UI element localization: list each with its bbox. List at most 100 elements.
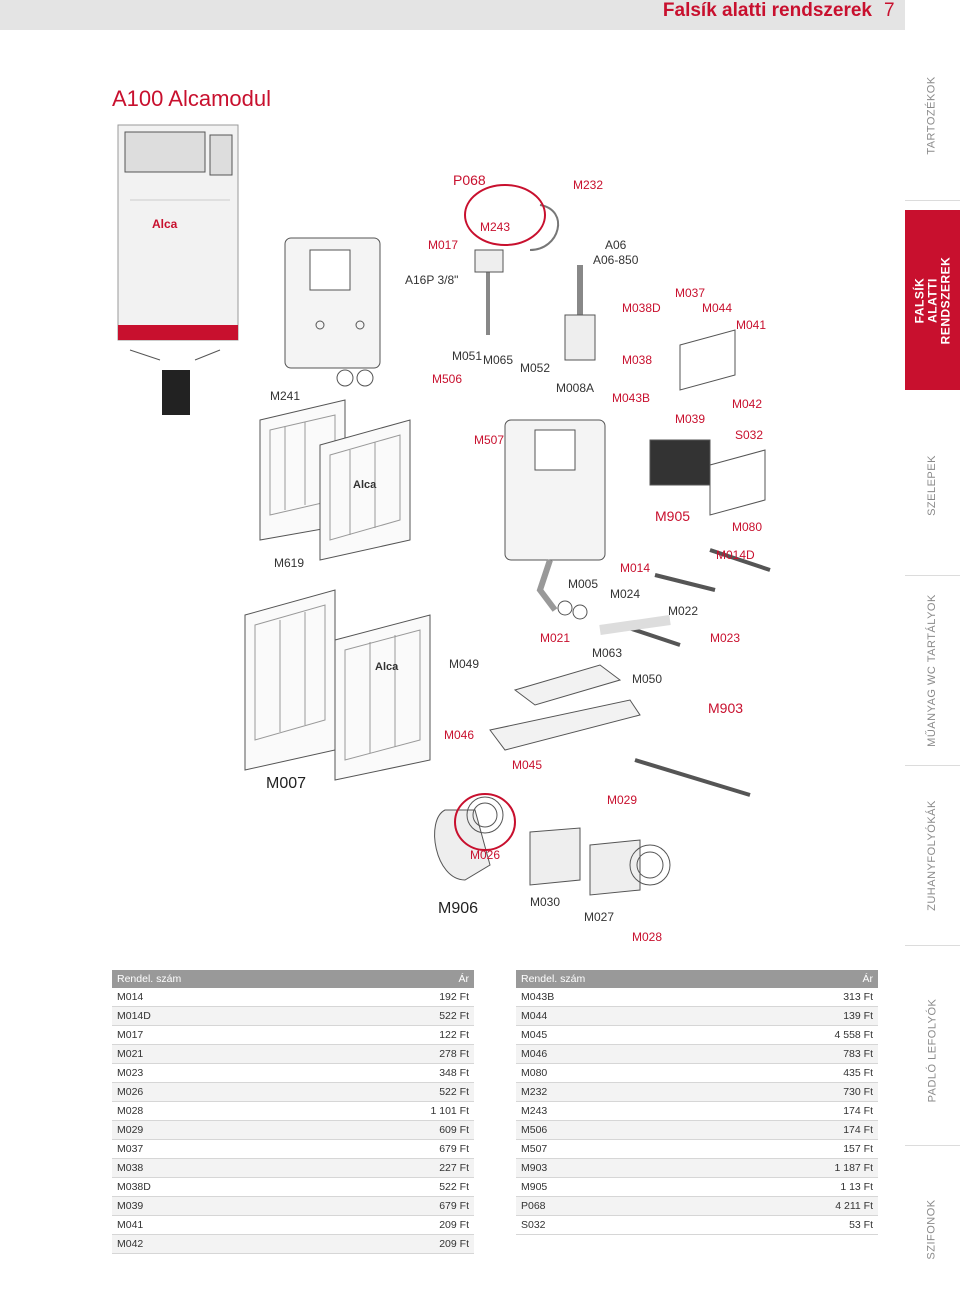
label-m005: M005	[568, 577, 599, 591]
alca-logo: Alca	[353, 479, 377, 491]
label-m038d: M038D	[622, 301, 661, 315]
label-a06: A06	[605, 238, 627, 252]
label-m065: M065	[483, 353, 514, 367]
tab-szelepek[interactable]: SZELEPEK	[926, 454, 939, 516]
page-title: A100 Alcamodul	[112, 86, 271, 111]
tab-szifonok[interactable]: SZIFONOK	[926, 1199, 939, 1260]
label-a16p: A16P 3/8"	[405, 273, 459, 287]
label-m052: M052	[520, 361, 551, 375]
panel-m007	[244, 589, 336, 771]
label-m045: M045	[512, 758, 543, 772]
pipes	[434, 548, 771, 896]
label-m049: M049	[449, 657, 480, 671]
label-m906: M906	[438, 900, 479, 917]
fill-valve	[474, 204, 559, 335]
label-m507: M507	[474, 433, 505, 447]
label-m506: M506	[432, 372, 463, 386]
cistern-middle	[504, 419, 606, 612]
label-m243: M243	[480, 220, 511, 234]
label-m014d: M014D	[716, 548, 755, 562]
cistern-upper	[284, 237, 381, 387]
label-m027: M027	[584, 910, 615, 924]
header-title: Falsík alatti rendszerek	[662, 0, 872, 21]
label-p068: P068	[453, 172, 486, 188]
support-bracket	[489, 664, 641, 751]
panel-front	[334, 614, 431, 781]
label-m008a: M008A	[556, 381, 595, 395]
side-tabs: TARTOZÉKOK FALSÍK ALATTI RENDSZEREK SZEL…	[905, 0, 960, 1309]
tab-label-active: FALSÍK ALATTI RENDSZEREK	[912, 256, 952, 344]
button-frame	[649, 329, 766, 516]
label-m080: M080	[732, 520, 763, 534]
label-m007: M007	[266, 775, 307, 792]
label-m046: M046	[444, 728, 475, 742]
tab-padlo-lefolyok[interactable]: PADLÓ LEFOLYÓK	[926, 998, 939, 1102]
label-m232: M232	[573, 178, 604, 192]
label-m042: M042	[732, 397, 763, 411]
label-m051: M051	[452, 349, 483, 363]
label-m024: M024	[610, 587, 641, 601]
tab-divider	[905, 200, 960, 201]
label-m903: M903	[708, 700, 744, 716]
label-m023: M023	[710, 631, 741, 645]
tab-falsik-alatti-rendszerek[interactable]: FALSÍK ALATTI RENDSZEREK	[905, 210, 960, 390]
header-bar	[0, 0, 905, 30]
label-m038: M038	[622, 353, 653, 367]
label-m021: M021	[540, 631, 571, 645]
tab-tartozekok[interactable]: TARTOZÉKOK	[926, 75, 939, 155]
flush-valve	[564, 265, 596, 361]
label-m029: M029	[607, 793, 638, 807]
label-m014: M014	[620, 561, 651, 575]
label-m026: M026	[470, 848, 501, 862]
label-m017: M017	[428, 238, 459, 252]
label-m028: M028	[632, 930, 663, 944]
label-m039: M039	[675, 412, 706, 426]
tab-muanyag-wc-tartalyok[interactable]: MŰANYAG WC TARTÁLYOK	[926, 593, 938, 747]
label-m044: M044	[702, 301, 733, 315]
label-m050: M050	[632, 672, 663, 686]
label-m241: M241	[270, 389, 301, 403]
exploded-diagram: Alca Alca Alca P068 M232 M243 M017 A06 A…	[110, 120, 900, 950]
alcamodul-thumbnail	[117, 124, 239, 415]
panel-m619	[319, 419, 411, 561]
label-m905: M905	[655, 508, 691, 524]
label-m022: M022	[668, 604, 699, 618]
tab-divider	[905, 1145, 960, 1146]
label-s032: S032	[735, 428, 764, 442]
label-a06-850: A06-850	[593, 253, 639, 267]
alca-logo: Alca	[152, 217, 178, 231]
alca-logo: Alca	[375, 661, 399, 673]
label-m063: M063	[592, 646, 623, 660]
label-m037: M037	[675, 286, 706, 300]
tab-zuhanyfolyokak[interactable]: ZUHANYFOLYÓKÁK	[926, 799, 938, 911]
